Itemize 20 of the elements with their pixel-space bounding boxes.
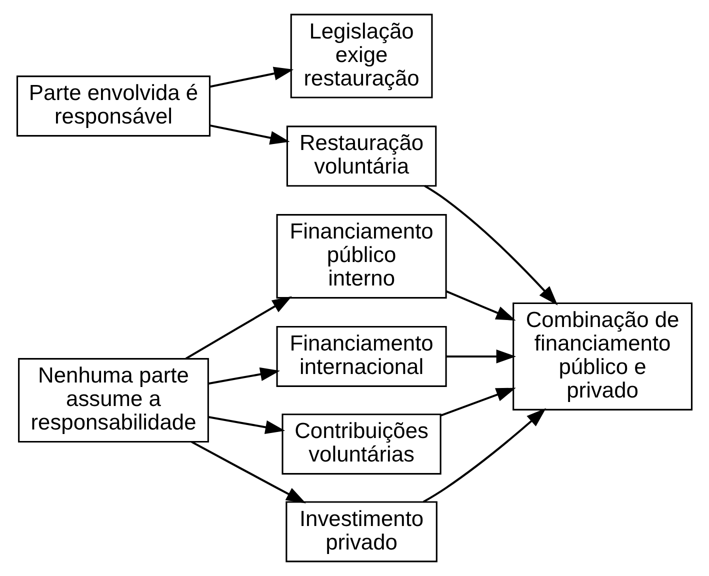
arrow bbox=[446, 350, 516, 364]
arrow bbox=[191, 441, 306, 504]
arrow bbox=[210, 124, 290, 145]
node-box: Financiamento público interno bbox=[276, 214, 447, 299]
arrow bbox=[210, 66, 294, 88]
node-box: Legislação exige restauração bbox=[290, 14, 433, 98]
arrow bbox=[446, 290, 516, 321]
arrow bbox=[208, 367, 280, 385]
node-box: Combinação de financiamento público e privado bbox=[512, 302, 693, 410]
arrow bbox=[424, 185, 558, 306]
arrow bbox=[208, 416, 286, 434]
arrow bbox=[440, 388, 516, 416]
arrow bbox=[422, 408, 546, 503]
node-box: Nenhuma parte assume a responsabilidade bbox=[18, 358, 209, 443]
node-box: Restauração voluntária bbox=[286, 126, 437, 187]
node-box: Investimento privado bbox=[286, 501, 438, 562]
node-box: Contribuições voluntárias bbox=[282, 414, 442, 475]
node-box: Financiamento internacional bbox=[276, 326, 447, 387]
arrow bbox=[185, 296, 292, 360]
node-box: Parte envolvida é responsável bbox=[16, 76, 211, 137]
